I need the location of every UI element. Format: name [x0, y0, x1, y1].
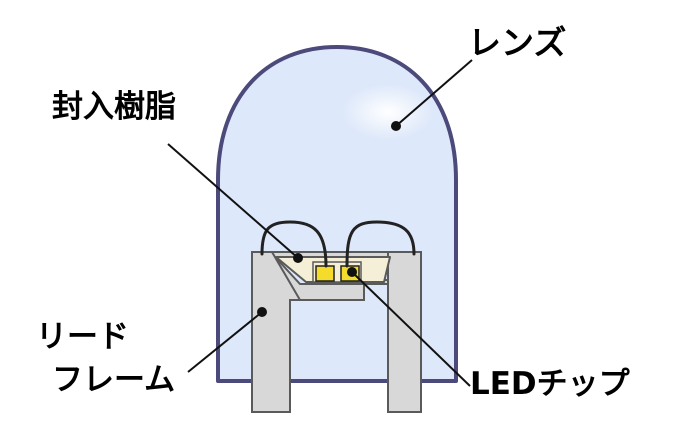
bond-wire-left [260, 220, 328, 268]
bond-wire-right [345, 220, 416, 268]
dot-resin [293, 253, 303, 263]
label-resin: 封入樹脂 [52, 89, 176, 125]
lead-frame-right-leg [387, 251, 422, 413]
dot-chip [347, 267, 357, 277]
label-lens: レンズ [468, 23, 567, 62]
leader-lens [395, 59, 473, 127]
led-chip-left [315, 265, 335, 282]
leader-lead-frame [187, 311, 263, 373]
label-lead-frame-line2: フレーム [52, 362, 176, 398]
lead-frame-left-leg [251, 251, 302, 413]
label-led-chip: LEDチップ [470, 366, 630, 402]
leader-chip [351, 271, 471, 387]
dot-lens [391, 121, 401, 131]
leader-resin [167, 143, 299, 259]
lens-highlight [342, 84, 434, 140]
label-lead-frame-line1: リード [36, 319, 129, 355]
dot-lead-frame [257, 307, 267, 317]
